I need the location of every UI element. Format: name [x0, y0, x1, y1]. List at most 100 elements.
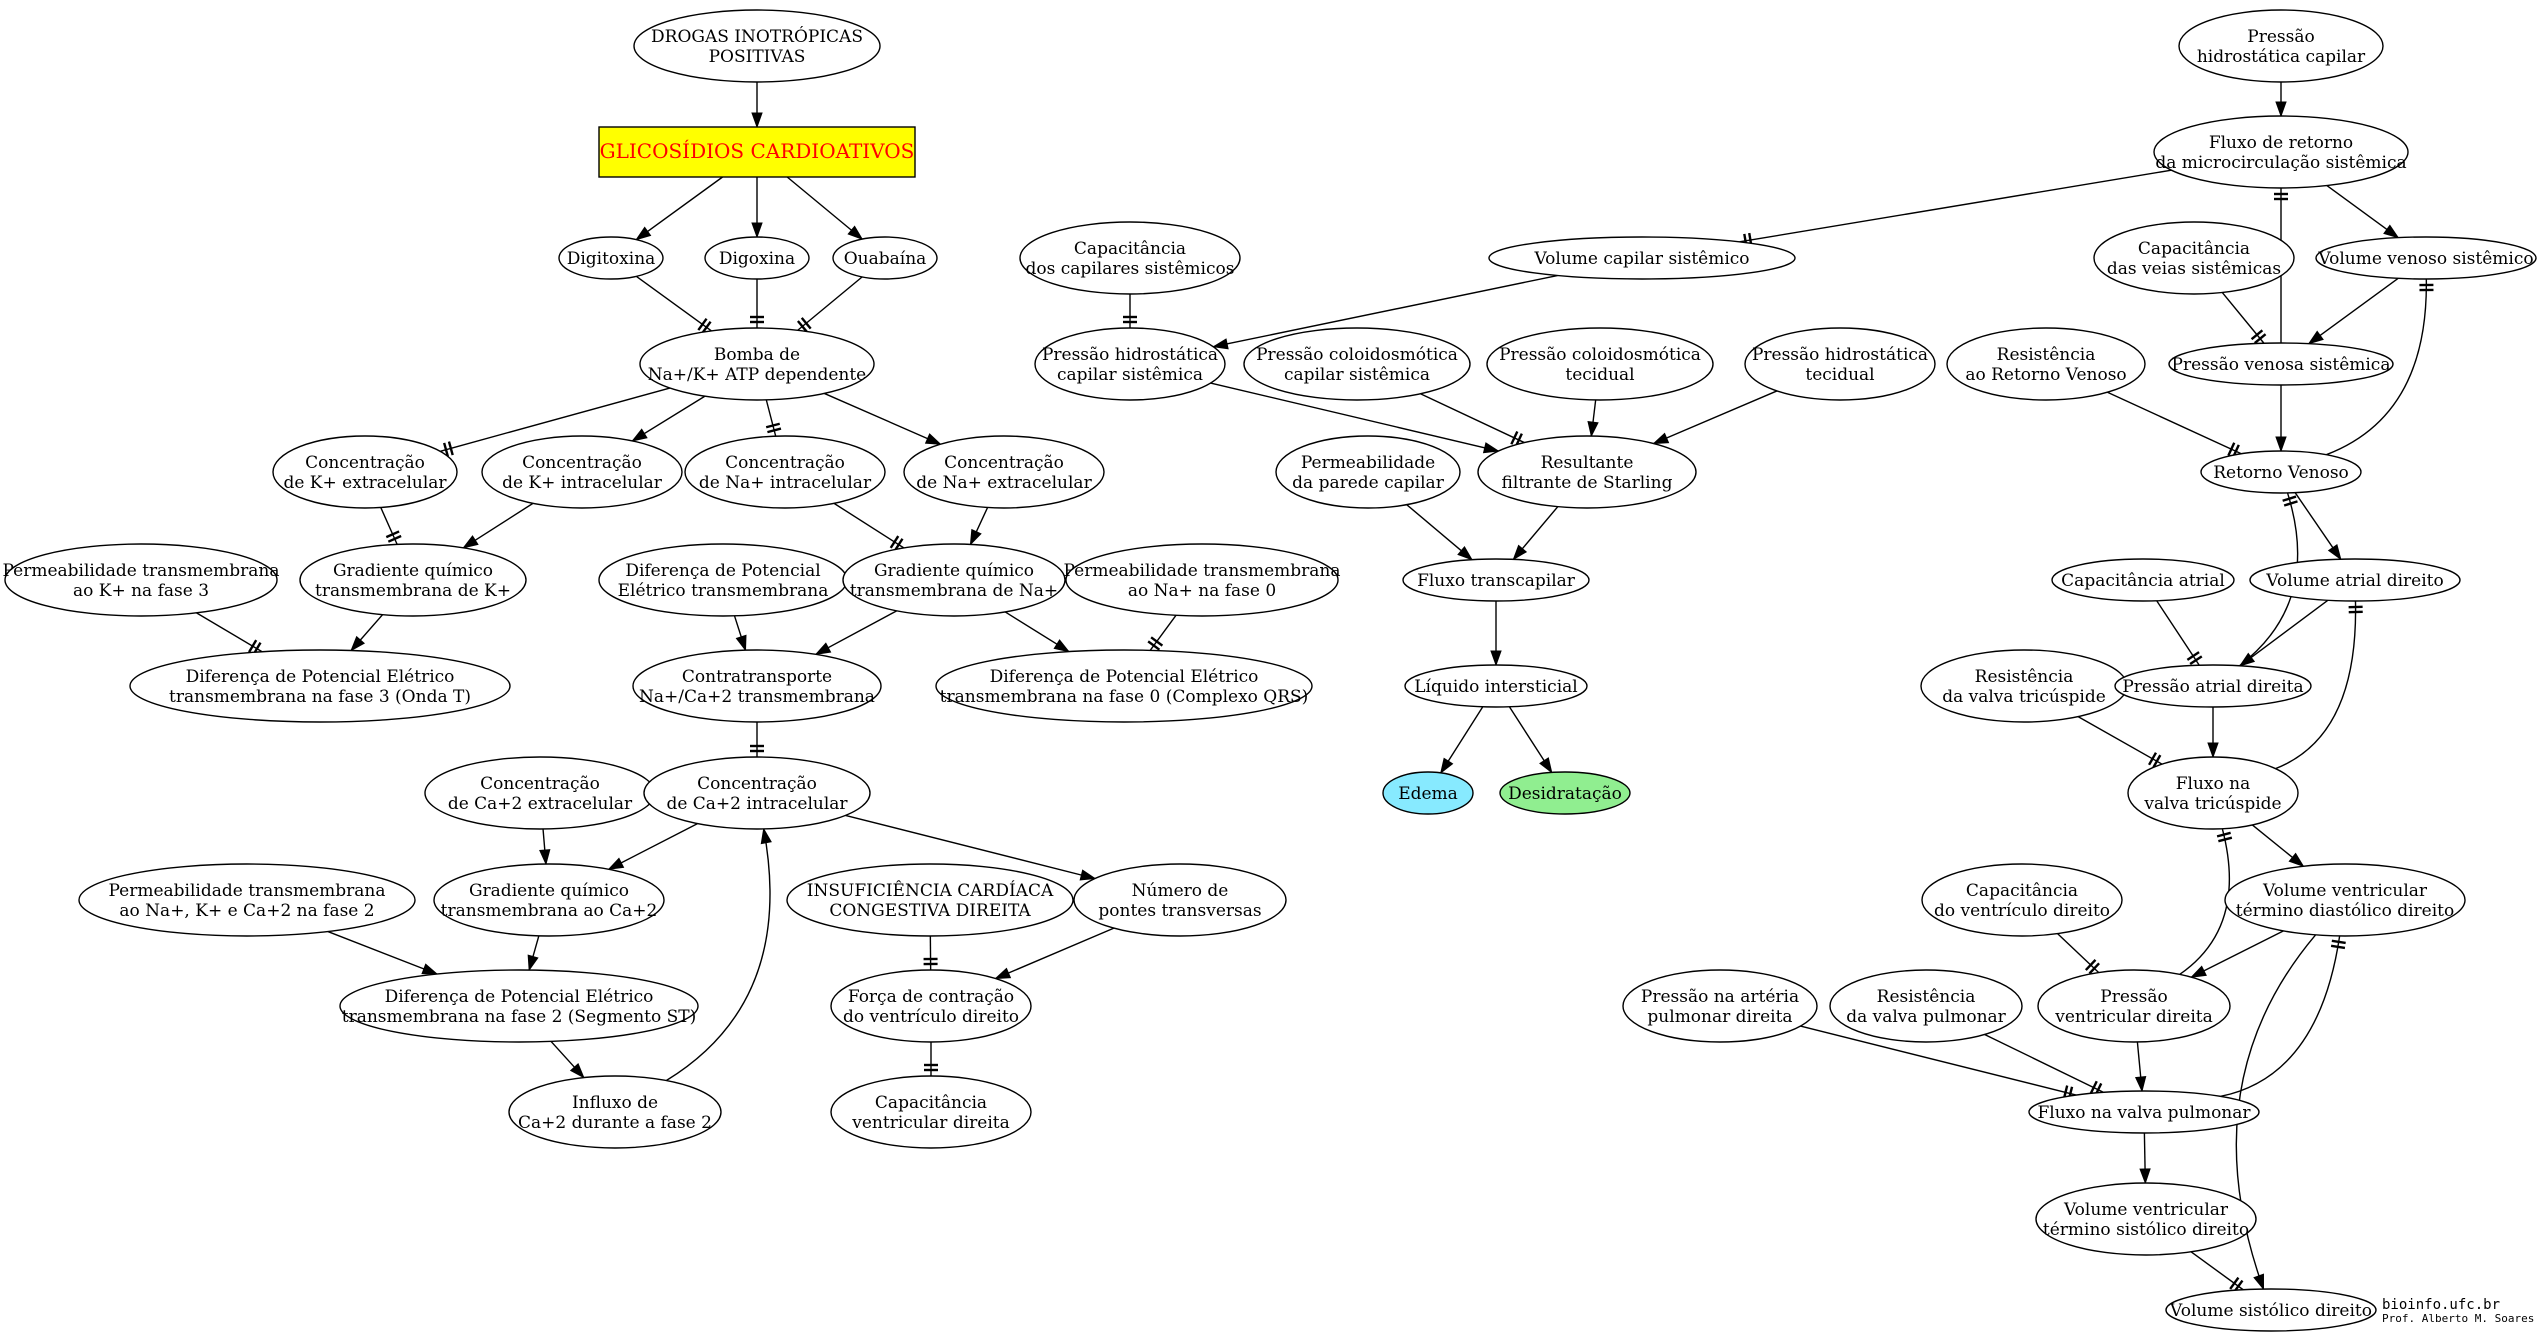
edge-glicosidios-to-digoxina: [751, 177, 763, 239]
node-ellipse: [1744, 327, 1936, 401]
node-label: pontes transversas: [1098, 901, 1261, 921]
node-ellipse: [704, 236, 810, 280]
edge-arrowhead: [539, 849, 551, 866]
node-fluxo-pulm: Fluxo na valva pulmonar: [2028, 1090, 2260, 1134]
node-label: ao Na+ na fase 0: [1128, 581, 1276, 601]
edge-bomba-to-na_ext: [824, 392, 942, 445]
edge-cap_veias-to-p_venosa: [2221, 292, 2267, 344]
node-label: Volume ventricular: [2063, 1200, 2229, 1220]
edge-na_ext-to-grad_na: [969, 507, 989, 546]
edge-line: [2275, 600, 2357, 770]
node-label: Concentração: [697, 774, 817, 794]
node-label: Volume sistólico direito: [2169, 1301, 2372, 1321]
edge-inhibit-mark: [2330, 944, 2346, 950]
node-label: do ventrículo direito: [843, 1007, 1019, 1027]
node-label: Bomba de: [714, 345, 800, 365]
edge-inhibit-mark: [447, 441, 454, 456]
node-label: Número de: [1132, 881, 1229, 901]
edge-line: [824, 392, 941, 445]
edge-arrowhead: [1652, 432, 1670, 445]
edge-perm_parede-to-fluxo_transcap: [1406, 504, 1474, 561]
node-label: Desidratação: [1508, 784, 1622, 804]
edge-drogas-to-glicosidios: [751, 82, 763, 129]
edge-inhibit-mark: [701, 320, 712, 334]
edge-ca_int-to-grad_ca: [607, 822, 698, 870]
node-cap-atrial: Capacitância atrial: [2051, 558, 2235, 602]
edge-inhibit-mark: [765, 422, 781, 429]
node-desidratacao: Desidratação: [1499, 771, 1631, 815]
edge-na_int-to-grad_na: [833, 502, 905, 552]
node-ellipse: [433, 863, 665, 937]
node-ellipse: [2178, 9, 2384, 83]
node-label: Volume venoso sistêmico: [2317, 249, 2533, 269]
edge-digoxina-to-bomba: [750, 279, 764, 328]
edge-arrowhead: [2327, 544, 2342, 561]
node-label: transmembrana ao Ca+2: [441, 901, 658, 921]
node-ellipse: [558, 236, 664, 280]
node-label: ao Na+, K+ e Ca+2 na fase 2: [119, 901, 374, 921]
node-dp-fase2: Diferença de Potencial Elétricotransmemb…: [339, 969, 699, 1043]
edge-inhibit-mark: [2331, 939, 2346, 945]
node-label: DROGAS INOTRÓPICAS: [651, 26, 863, 47]
edge-line: [1213, 274, 1558, 348]
node-label: Gradiente químico: [469, 881, 629, 901]
edge-liq_inter-to-edema: [1439, 706, 1484, 775]
edge-inhibit-mark: [2186, 651, 2200, 661]
node-label: Força de contração: [848, 987, 1014, 1007]
edge-arrowhead: [1490, 650, 1502, 667]
edge-glicosidios-to-digitoxina: [635, 176, 723, 241]
node-label: ao K+ na fase 3: [73, 581, 209, 601]
node-vol-cap-sist: Volume capilar sistêmico: [1488, 236, 1796, 280]
node-label: Permeabilidade transmembrana: [1063, 561, 1340, 581]
edge-arrowhead: [751, 222, 763, 239]
edge-ca_int-to-pontes: [845, 814, 1097, 881]
node-ellipse: [633, 9, 881, 83]
node-label: Resistência: [1997, 345, 2096, 365]
node-label: ventricular direita: [851, 1113, 1010, 1133]
node-ellipse: [2028, 1090, 2260, 1134]
node-ellipse: [1477, 435, 1697, 509]
node-label: de K+ extracelular: [283, 473, 447, 493]
node-ellipse: [508, 1075, 722, 1149]
edge-inhibit-mark: [2253, 333, 2267, 344]
node-label: tecidual: [1565, 365, 1634, 385]
node-ellipse: [339, 969, 699, 1043]
edge-fluxo_tric-to-vol_atrial: [2275, 600, 2363, 770]
node-label: transmembrana na fase 2 (Segmento ST): [342, 1007, 696, 1027]
node-label: Gradiente químico: [874, 561, 1034, 581]
node-label: Concentração: [305, 453, 425, 473]
edge-fluxo_retorno-to-vol_cap_sist: [1739, 169, 2172, 248]
edge-p_hidro_tec-to-starling: [1652, 390, 1778, 445]
node-box: [598, 126, 916, 178]
node-ellipse: [4, 543, 278, 617]
edge-p_hidro_cap_sist-to-starling: [1210, 382, 1500, 454]
edge-arrowhead: [631, 428, 648, 442]
edge-line: [666, 828, 771, 1082]
node-ellipse: [481, 435, 683, 509]
node-label: de Na+ extracelular: [916, 473, 1092, 493]
edge-vol_atrial-to-p_atrial: [2238, 599, 2329, 667]
edge-grad_ca-to-dp_fase2: [527, 935, 540, 972]
node-ellipse: [2165, 1288, 2377, 1332]
edge-ouabaina-to-bomba: [796, 276, 863, 333]
edge-perm_nakca-to-dp_fase2: [327, 930, 439, 975]
node-ellipse: [684, 435, 886, 509]
node-label: Permeabilidade: [1301, 453, 1435, 473]
edge-arrowhead: [2238, 652, 2256, 667]
edge-perm_na-to-dp_fase0: [1147, 614, 1177, 651]
edge-p_colo_cap_sist-to-starling: [1420, 393, 1525, 447]
node-label: Volume ventricular: [2262, 881, 2428, 901]
